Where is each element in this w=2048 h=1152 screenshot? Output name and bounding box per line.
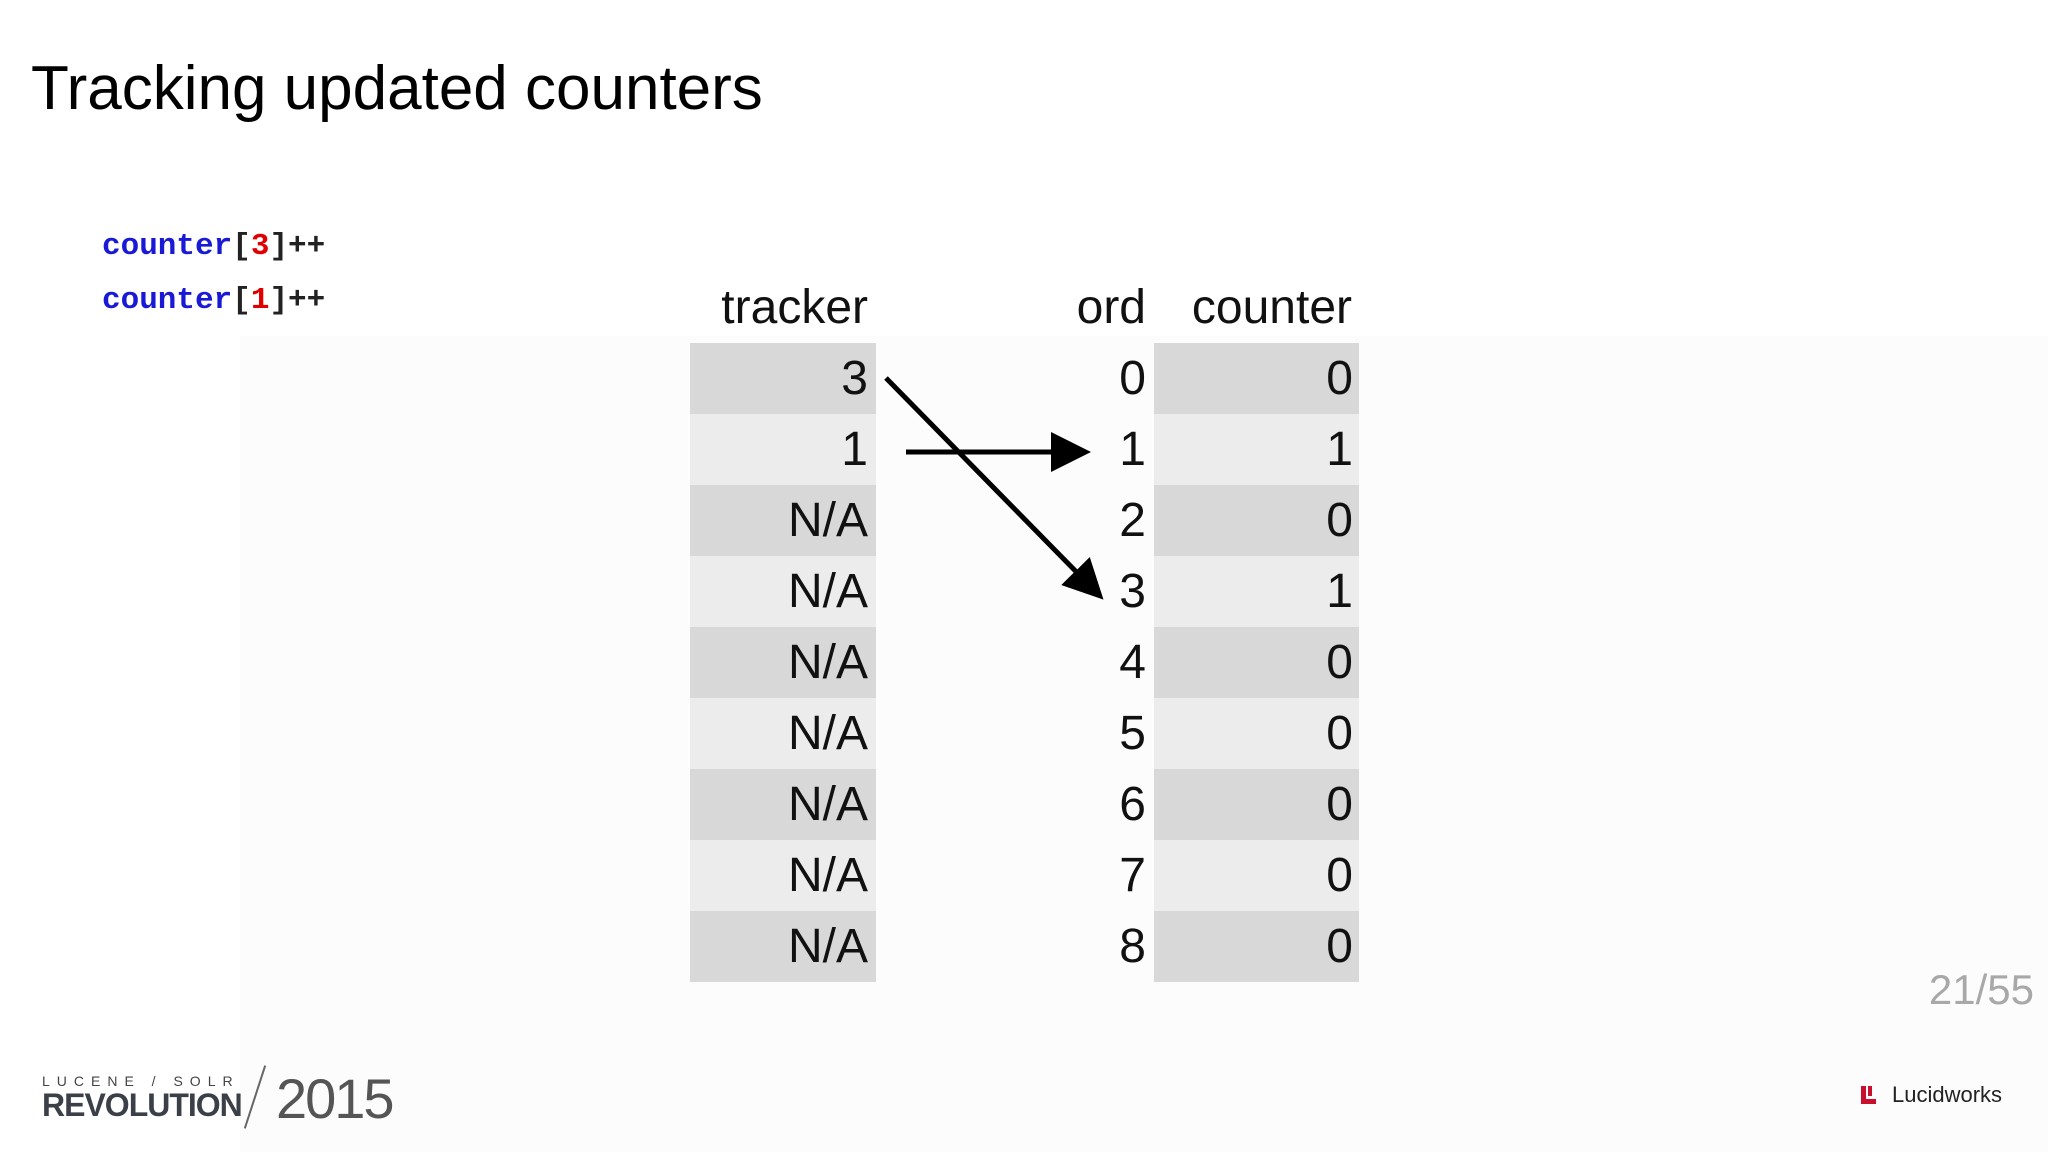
tracker-header: tracker xyxy=(721,281,868,334)
ord-cell: 5 xyxy=(1119,707,1146,760)
counter-cell: 1 xyxy=(1154,556,1359,627)
tracker-column: 3 1 N/A N/A N/A N/A N/A N/A N/A xyxy=(690,343,876,982)
code-index: 3 xyxy=(250,229,270,264)
event-logo: LUCENE / SOLR REVOLUTION 2015 xyxy=(42,1062,395,1130)
lucidworks-mark-icon xyxy=(1861,1086,1876,1104)
page-number: 21/55 xyxy=(1928,966,2034,1013)
code-line: counter[1]++ xyxy=(102,280,325,334)
company-logo: Lucidworks xyxy=(1858,1080,2008,1112)
ord-cell: 1 xyxy=(1119,423,1146,476)
content-background xyxy=(240,336,2048,1152)
counter-cell: 0 xyxy=(1154,627,1359,698)
counter-header: counter xyxy=(1191,281,1352,334)
counter-cell: 0 xyxy=(1154,911,1359,982)
logo-slash xyxy=(243,1065,267,1129)
ord-cell: 7 xyxy=(1119,849,1146,902)
code-bracket: [ xyxy=(232,229,251,264)
code-snippet: counter[3]++ counter[1]++ xyxy=(102,226,325,334)
ord-column: 0 1 2 3 4 5 6 7 8 xyxy=(1000,343,1154,982)
tracker-cell: N/A xyxy=(690,627,876,698)
counter-cell: 1 xyxy=(1154,414,1359,485)
tracker-cell: N/A xyxy=(690,911,876,982)
ord-cell: 6 xyxy=(1119,778,1146,831)
tracker-cell: N/A xyxy=(690,769,876,840)
company-name: Lucidworks xyxy=(1892,1082,2003,1107)
counter-cell: 0 xyxy=(1154,840,1359,911)
counter-column: 0 1 0 1 0 0 0 0 0 xyxy=(1154,343,1359,982)
counter-cell: 0 xyxy=(1154,485,1359,556)
ord-cell: 8 xyxy=(1119,920,1146,973)
ord-header: ord xyxy=(1076,281,1146,334)
tracker-cell: N/A xyxy=(690,698,876,769)
code-identifier: counter xyxy=(102,283,233,318)
ord-cell: 2 xyxy=(1119,494,1146,547)
tracker-cell: N/A xyxy=(690,485,876,556)
code-increment: ]++ xyxy=(269,229,326,264)
ord-cell: 0 xyxy=(1119,352,1146,405)
event-logo-top: LUCENE / SOLR xyxy=(42,1073,240,1089)
counter-cell: 0 xyxy=(1154,698,1359,769)
tracker-cell: 3 xyxy=(690,343,876,414)
counter-cell: 0 xyxy=(1154,769,1359,840)
slide-title: Tracking updated counters xyxy=(31,54,763,123)
counter-cell: 0 xyxy=(1154,343,1359,414)
event-logo-year: 2015 xyxy=(276,1067,395,1130)
tracker-cell: N/A xyxy=(690,556,876,627)
event-logo-bottom: REVOLUTION xyxy=(42,1087,243,1123)
code-line: counter[3]++ xyxy=(102,226,325,280)
code-identifier: counter xyxy=(102,229,233,264)
tracker-cell: N/A xyxy=(690,840,876,911)
ord-cell: 4 xyxy=(1119,636,1146,689)
code-increment: ]++ xyxy=(269,283,326,318)
tracker-cell: 1 xyxy=(690,414,876,485)
code-index: 1 xyxy=(250,283,270,318)
code-bracket: [ xyxy=(232,283,251,318)
ord-cell: 3 xyxy=(1119,565,1146,618)
